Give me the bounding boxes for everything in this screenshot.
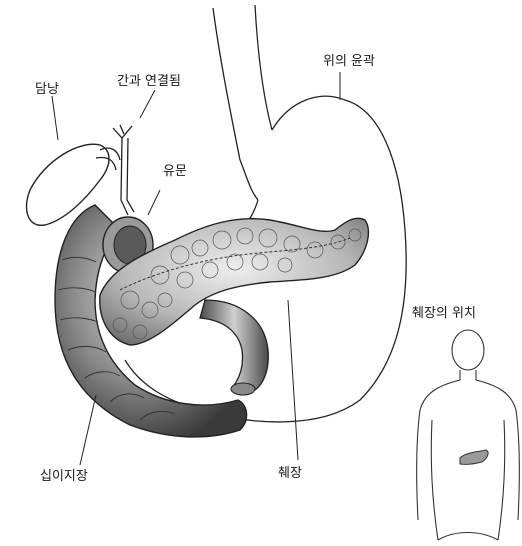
label-duodenum: 십이지장	[40, 465, 88, 484]
human-silhouette-inset	[417, 330, 520, 540]
label-pancreas-location: 췌장의 위치	[412, 302, 476, 321]
label-stomach-outline: 위의 윤곽	[323, 50, 375, 69]
esophagus	[213, 5, 272, 200]
mesenteric-vessel	[200, 300, 268, 390]
pancreas-location-mark	[460, 450, 488, 464]
label-to-liver: 간과 연결됨	[117, 70, 181, 89]
bile-ducts	[113, 125, 134, 215]
label-gallbladder: 담낭	[35, 78, 59, 97]
label-pancreas: 췌장	[278, 462, 302, 481]
label-pylorus: 유문	[163, 160, 187, 179]
vessel-cut-end	[231, 383, 255, 395]
